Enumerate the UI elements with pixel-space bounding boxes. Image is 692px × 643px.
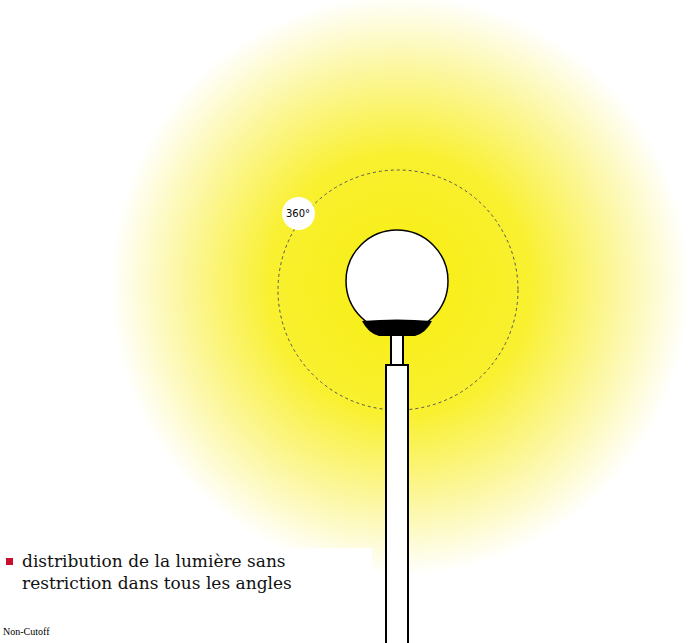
bullet-square	[6, 558, 18, 570]
pole	[386, 365, 408, 643]
globe-base	[362, 320, 432, 337]
angle-badge: 360°	[282, 197, 315, 230]
category-caption: Non-Cutoff	[3, 626, 49, 637]
globe	[346, 230, 448, 332]
pole-neck	[391, 334, 403, 365]
angle-value: 360°	[286, 208, 310, 219]
description-text: distribution de la lumière sans restrict…	[22, 550, 327, 594]
